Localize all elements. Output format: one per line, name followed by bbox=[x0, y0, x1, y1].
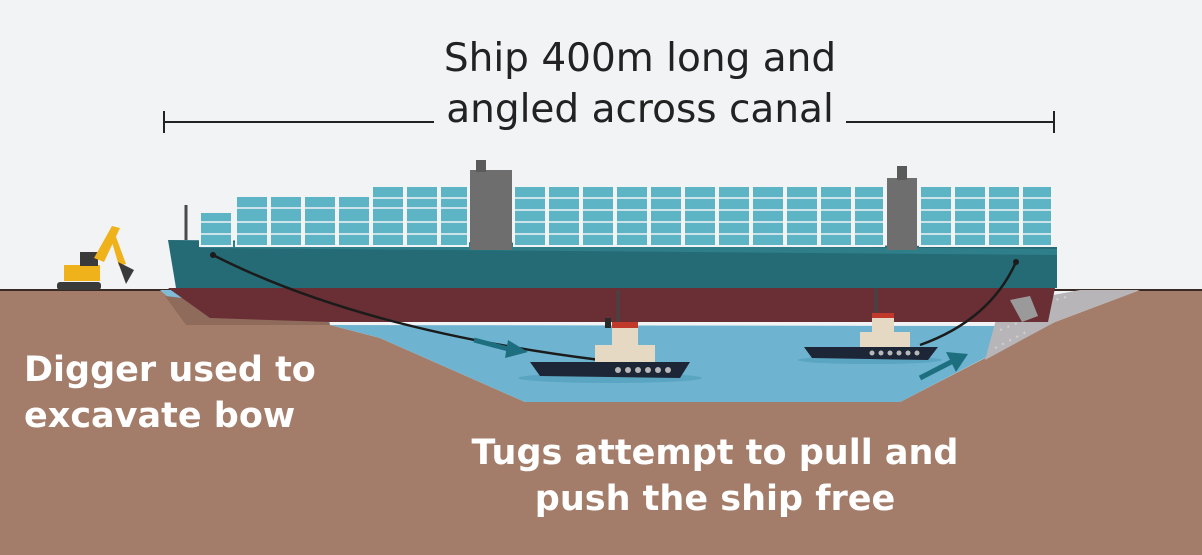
digger-label: Digger used to excavate bow bbox=[24, 347, 316, 439]
tugboat-icon bbox=[518, 290, 702, 383]
tugs-label-line-2: push the ship free bbox=[534, 479, 896, 520]
container-ship-icon bbox=[168, 160, 1057, 322]
arrow-icon bbox=[918, 352, 968, 381]
tow-rope-bow bbox=[212, 253, 601, 362]
canal-bank-ground bbox=[0, 290, 1202, 555]
tow-rope-stern bbox=[919, 261, 1018, 347]
tugs-label: Tugs attempt to pull and push the ship f… bbox=[430, 430, 1000, 522]
digger-label-line-2: excavate bow bbox=[24, 396, 296, 437]
arrow-icon bbox=[473, 337, 528, 358]
stern-sand-dots bbox=[994, 295, 1071, 349]
digger-label-line-1: Digger used to bbox=[24, 350, 316, 390]
diagram-title: Ship 400m long and angled across canal bbox=[340, 33, 940, 136]
tugboat-icon bbox=[798, 288, 942, 364]
digger-icon bbox=[57, 226, 134, 290]
title-line-2: angled across canal bbox=[434, 84, 846, 136]
title-line-1: Ship 400m long and bbox=[443, 36, 837, 81]
tugs-label-line-1: Tugs attempt to pull and bbox=[471, 433, 959, 473]
